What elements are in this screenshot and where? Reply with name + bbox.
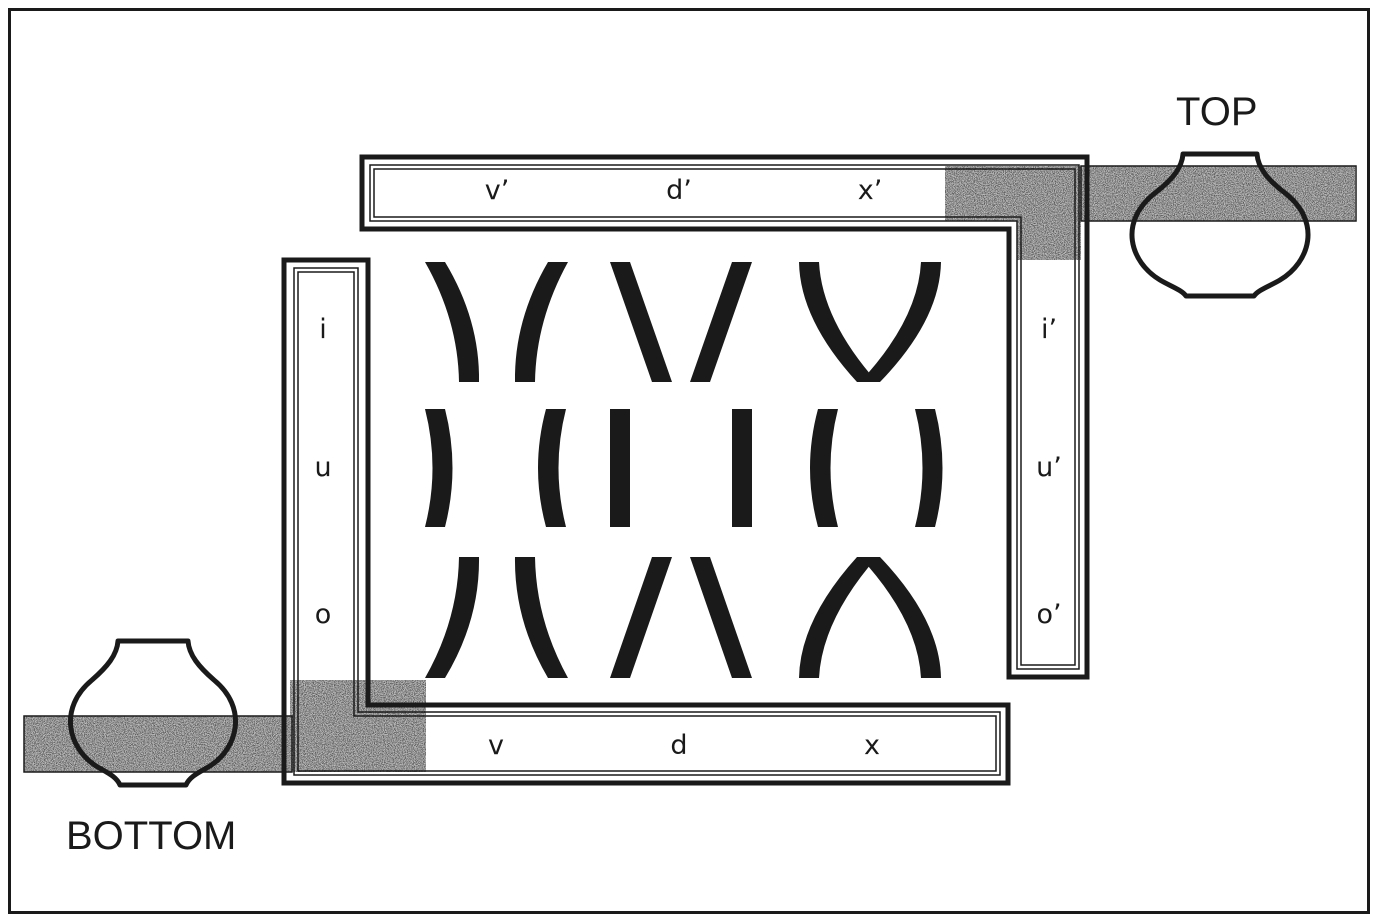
bottom-strip-cell: x bbox=[864, 730, 880, 761]
bottom-label: BOTTOM bbox=[66, 814, 237, 858]
bottom-pot-icon bbox=[67, 638, 239, 788]
top-right-frame bbox=[359, 154, 1090, 680]
left-strip-cell: u bbox=[314, 452, 332, 483]
bottom-left-frame bbox=[281, 257, 1011, 786]
bottom-strip-cell: d bbox=[670, 730, 688, 761]
top-pot-icon bbox=[1129, 151, 1311, 299]
right-strip-cell: u’ bbox=[1036, 452, 1062, 483]
left-strip-cell: o bbox=[314, 599, 332, 630]
top-strip-cell: x’ bbox=[857, 175, 883, 206]
top-strip-cell: v’ bbox=[484, 175, 510, 206]
top-label: TOP bbox=[1176, 90, 1258, 134]
stippled-regions bbox=[23, 165, 1357, 773]
right-strip-cell: i’ bbox=[1040, 314, 1058, 345]
outer-frame bbox=[8, 8, 1370, 914]
left-strip-cell: i bbox=[319, 314, 327, 345]
bottom-strip-cell: v bbox=[488, 730, 504, 761]
top-strip-cell: d’ bbox=[666, 175, 692, 206]
bar-pattern-grid bbox=[425, 262, 943, 678]
right-strip-cell: o’ bbox=[1036, 599, 1062, 630]
